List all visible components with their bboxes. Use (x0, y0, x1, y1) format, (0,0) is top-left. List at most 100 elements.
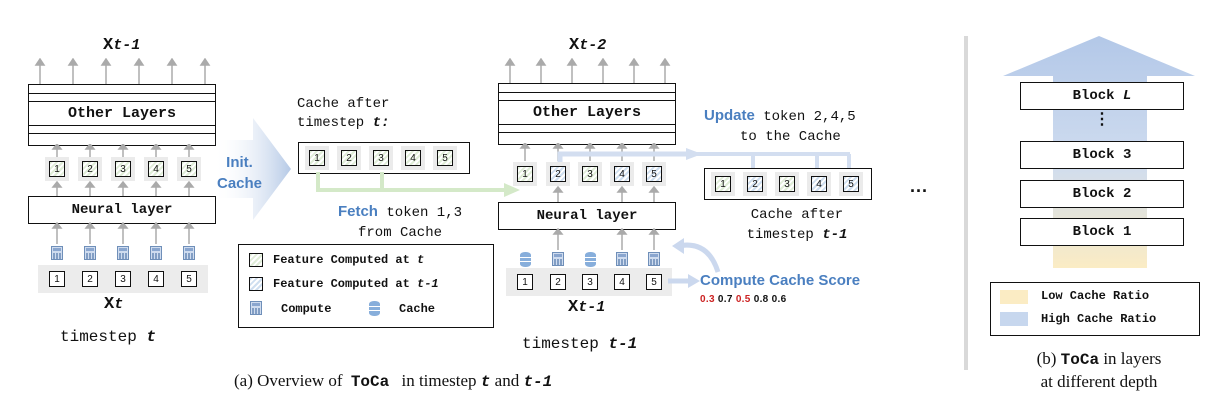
neural-arrows-left (51, 181, 195, 197)
input-tokens-middle: 1 2 3 4 5 (506, 268, 672, 296)
block-3: Block 3 (1020, 141, 1184, 169)
input-arrows-middle (552, 228, 660, 250)
fetch-label: Fetch token 1,3 from Cache (337, 203, 463, 241)
cache-scores: 0.3 0.7 0.5 0.8 0.6 (700, 294, 786, 305)
legend-cache-icon (369, 301, 380, 316)
compute-icon (552, 252, 564, 266)
feature-token: 1 (49, 161, 65, 177)
compute-icons-left (45, 244, 205, 264)
output-arrows-middle (504, 58, 671, 84)
timestep-label-middle: timestep t-1 (522, 335, 638, 353)
compute-icon (616, 252, 628, 266)
score-value: 0.7 (717, 294, 733, 305)
output-label-middle: Xt-2 (569, 36, 607, 55)
legend-item-t1: Feature Computed at t-1 (273, 277, 439, 291)
score-arrow (668, 274, 700, 288)
cache-token: 5 (843, 176, 859, 192)
legend-item-t: Feature Computed at t (273, 253, 425, 267)
layer-arrows-middle (519, 143, 660, 161)
input-tokens-left: 1 2 3 4 5 (38, 265, 208, 293)
neural-arrows-middle (552, 186, 660, 202)
low-cache-swatch (1000, 290, 1028, 304)
legend-cache: Cache (399, 302, 436, 316)
feature-token: 3 (582, 166, 598, 182)
compute-icon (150, 246, 162, 260)
other-layers-label-left: Other Layers (67, 105, 177, 122)
compute-icon (648, 252, 660, 266)
legend-a: Feature Computed at t Feature Computed a… (238, 244, 494, 328)
block-L: Block L (1020, 82, 1184, 110)
feature-token: 4 (614, 166, 630, 182)
compute-icon (84, 246, 96, 260)
feature-token: 5 (646, 166, 662, 182)
input-token: 1 (49, 271, 65, 287)
score-feedback-arrow (672, 238, 721, 273)
fetch-arrows (316, 172, 520, 197)
cache-box-t: 1 2 3 4 5 (298, 142, 470, 174)
timestep-label-left: timestep t (60, 328, 157, 346)
input-token: 2 (82, 271, 98, 287)
input-token: 3 (582, 274, 598, 290)
feature-token: 5 (181, 161, 197, 177)
feature-token: 3 (115, 161, 131, 177)
cache-after-t-label: Cache after timestep t: (297, 96, 390, 131)
cache-box-t1: 1 2 3 4 5 (704, 168, 872, 200)
input-token: 1 (517, 274, 533, 290)
compute-icons-middle (513, 250, 673, 270)
ellipsis: ... (910, 176, 929, 196)
feature-token: 2 (82, 161, 98, 177)
cache-token: 4 (811, 176, 827, 192)
feature-token: 1 (517, 166, 533, 182)
input-label-left: Xt (104, 295, 124, 314)
cache-token: 2 (341, 150, 357, 166)
update-branches (690, 152, 851, 170)
compute-icon (183, 246, 195, 260)
input-token: 3 (115, 271, 131, 287)
input-token: 4 (614, 274, 630, 290)
other-layers-left: Other Layers (28, 84, 216, 146)
cache-token: 3 (779, 176, 795, 192)
compute-icon (117, 246, 129, 260)
input-token: 4 (148, 271, 164, 287)
update-label: Update token 2,4,5 to the Cache (704, 107, 856, 145)
legend-high: High Cache Ratio (1041, 312, 1157, 326)
block-1: Block 1 (1020, 218, 1184, 246)
other-layers-middle: Other Layers (498, 83, 676, 145)
input-token: 5 (181, 271, 197, 287)
cache-icon (585, 252, 596, 267)
score-value: 0.3 (700, 294, 715, 305)
cache-after-t1-label: Cache after timestep t-1 (746, 207, 848, 243)
input-arrows-left (51, 222, 195, 244)
legend-compute: Compute (281, 302, 332, 316)
cache-token: 2 (747, 176, 763, 192)
output-label-left: Xt-1 (103, 36, 141, 55)
cache-token: 4 (405, 150, 421, 166)
cache-token: 1 (715, 176, 731, 192)
cache-token: 1 (309, 150, 325, 166)
score-value: 0.6 (771, 294, 787, 305)
cache-token: 3 (373, 150, 389, 166)
score-value: 0.8 (753, 294, 769, 305)
input-token: 2 (550, 274, 566, 290)
block-2: Block 2 (1020, 180, 1184, 208)
high-cache-swatch (1000, 312, 1028, 326)
feature-token: 2 (550, 166, 566, 182)
features-left: 1 2 3 4 5 (45, 157, 205, 181)
compute-icon (51, 246, 63, 260)
layer-arrows-left (51, 144, 195, 158)
score-value: 0.5 (735, 294, 751, 305)
input-label-middle: Xt-1 (568, 298, 606, 317)
legend-blue-swatch (249, 277, 263, 291)
caption-a: (a) Overview of ToCa in timestep t and t… (234, 371, 553, 391)
init-cache-arrow (213, 118, 291, 220)
cache-token: 5 (437, 150, 453, 166)
legend-b: Low Cache Ratio High Cache Ratio (990, 282, 1200, 336)
neural-layer-left: Neural layer (28, 196, 216, 224)
legend-green-swatch (249, 253, 263, 267)
panel-divider (964, 36, 968, 370)
init-cache-label: Init. Cache (217, 154, 263, 192)
output-arrows-left (34, 58, 211, 84)
other-layers-label-middle: Other Layers (532, 104, 642, 121)
caption-b: (b) ToCa in layers at different depth (1036, 349, 1162, 391)
legend-low: Low Cache Ratio (1041, 289, 1150, 303)
